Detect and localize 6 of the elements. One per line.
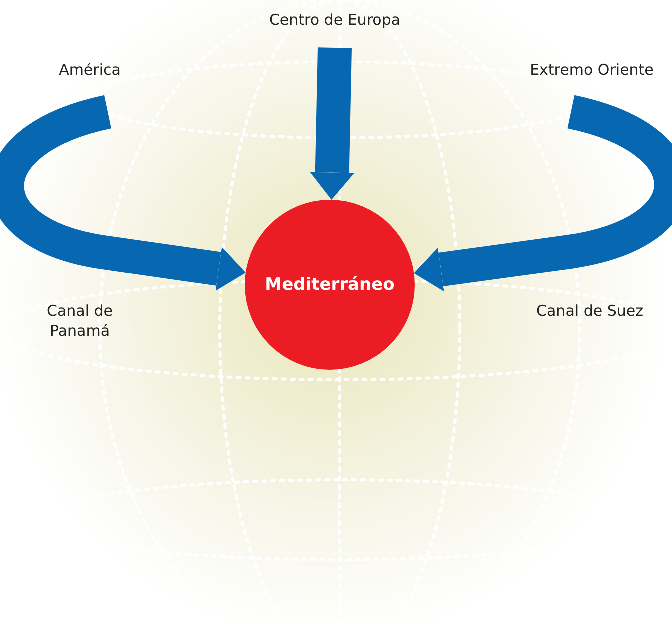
region-label: América — [40, 58, 140, 82]
edge-label: Canal de Panamá — [46, 302, 114, 341]
region-label: Centro de Europa — [250, 6, 420, 34]
edge-label: Canal de Suez — [536, 302, 644, 322]
region-label: Extremo Oriente — [512, 58, 672, 82]
route-arrow — [310, 48, 354, 200]
